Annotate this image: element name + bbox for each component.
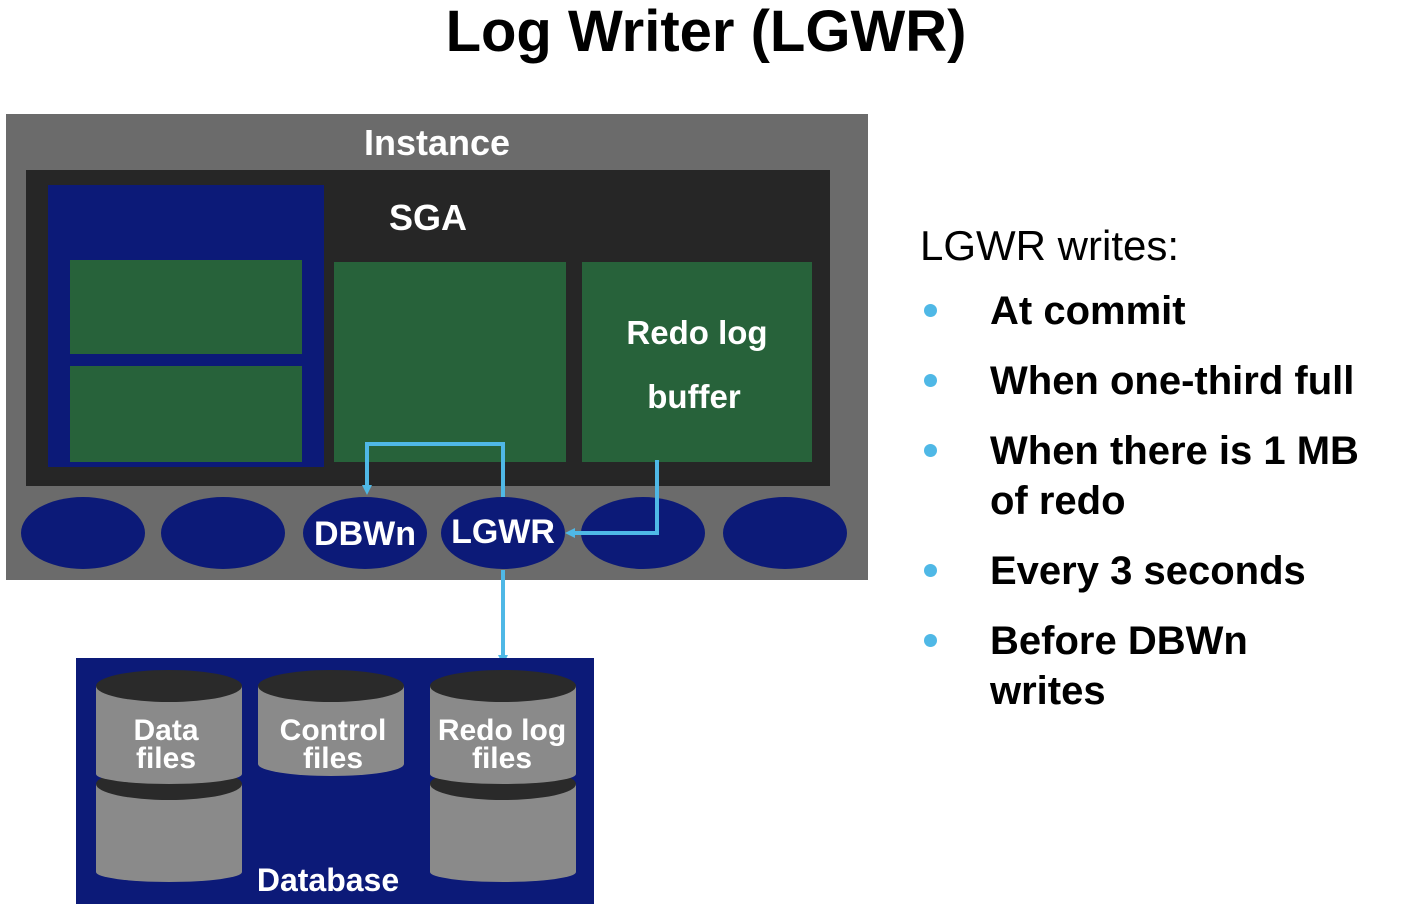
bullet-item: At commit — [920, 286, 1410, 336]
arrow-redo-buffer-to-lgwr — [565, 460, 659, 538]
arrow-lgwr-to-dbwn — [362, 442, 505, 497]
data-files-label-line2: files — [136, 742, 196, 775]
architecture-diagram: Instance SGA Redo log buffer DBWn LGWR — [6, 114, 868, 904]
bullet-text: When one-third full — [990, 359, 1355, 403]
redo-log-buffer — [582, 262, 812, 462]
control-files-label-line2: files — [303, 742, 363, 775]
background-processes: DBWn LGWR — [21, 497, 847, 569]
shared-pool-area-bottom — [70, 366, 302, 462]
bullet-item: Every 3 seconds — [920, 546, 1410, 596]
process-lgwr — [441, 497, 565, 569]
redo-log-files-disk — [430, 670, 576, 882]
data-flow-arrows — [362, 442, 659, 665]
redo-log-files-label-line1: Redo log — [438, 714, 566, 747]
redo-log-buffer-label-line2: buffer — [647, 378, 741, 415]
process-ellipse-6 — [723, 497, 847, 569]
bullet-dot-icon — [924, 444, 937, 457]
bullet-text: Before DBWn — [990, 619, 1248, 663]
bullets-heading: LGWR writes: — [920, 222, 1180, 269]
database-label: Database — [257, 862, 399, 898]
bullet-dot-icon — [924, 564, 937, 577]
shared-pool-area-top — [70, 260, 302, 354]
redo-log-buffer-label-line1: Redo log — [626, 314, 767, 351]
process-dbwn — [303, 497, 427, 569]
process-lgwr-label: LGWR — [451, 513, 555, 551]
bullet-item: When one-third full — [920, 356, 1410, 406]
bullet-item: When there is 1 MB of redo — [920, 426, 1410, 526]
sga-label: SGA — [389, 197, 467, 238]
page-title: Log Writer (LGWR) — [445, 0, 967, 64]
bullet-list: At commit When one-third full When there… — [920, 286, 1410, 736]
control-files-disk — [258, 670, 404, 776]
data-files-label-line1: Data — [133, 714, 198, 747]
bullet-text: When there is 1 MB — [990, 429, 1359, 473]
control-files-label-line1: Control — [280, 714, 387, 747]
bullet-text-continued: writes — [990, 669, 1106, 713]
bullet-dot-icon — [924, 374, 937, 387]
process-ellipse-2 — [161, 497, 285, 569]
bullet-dot-icon — [924, 304, 937, 317]
bullet-text: At commit — [990, 289, 1186, 333]
instance-label: Instance — [364, 122, 510, 163]
database-buffer-cache — [334, 262, 566, 462]
process-dbwn-label: DBWn — [314, 515, 416, 553]
bullet-text-continued: of redo — [990, 479, 1126, 523]
bullet-text: Every 3 seconds — [990, 549, 1306, 593]
redo-log-files-label-line2: files — [472, 742, 532, 775]
data-files-disk — [96, 670, 242, 882]
bullet-dot-icon — [924, 634, 937, 647]
bullet-item: Before DBWn writes — [920, 616, 1410, 716]
process-ellipse-1 — [21, 497, 145, 569]
